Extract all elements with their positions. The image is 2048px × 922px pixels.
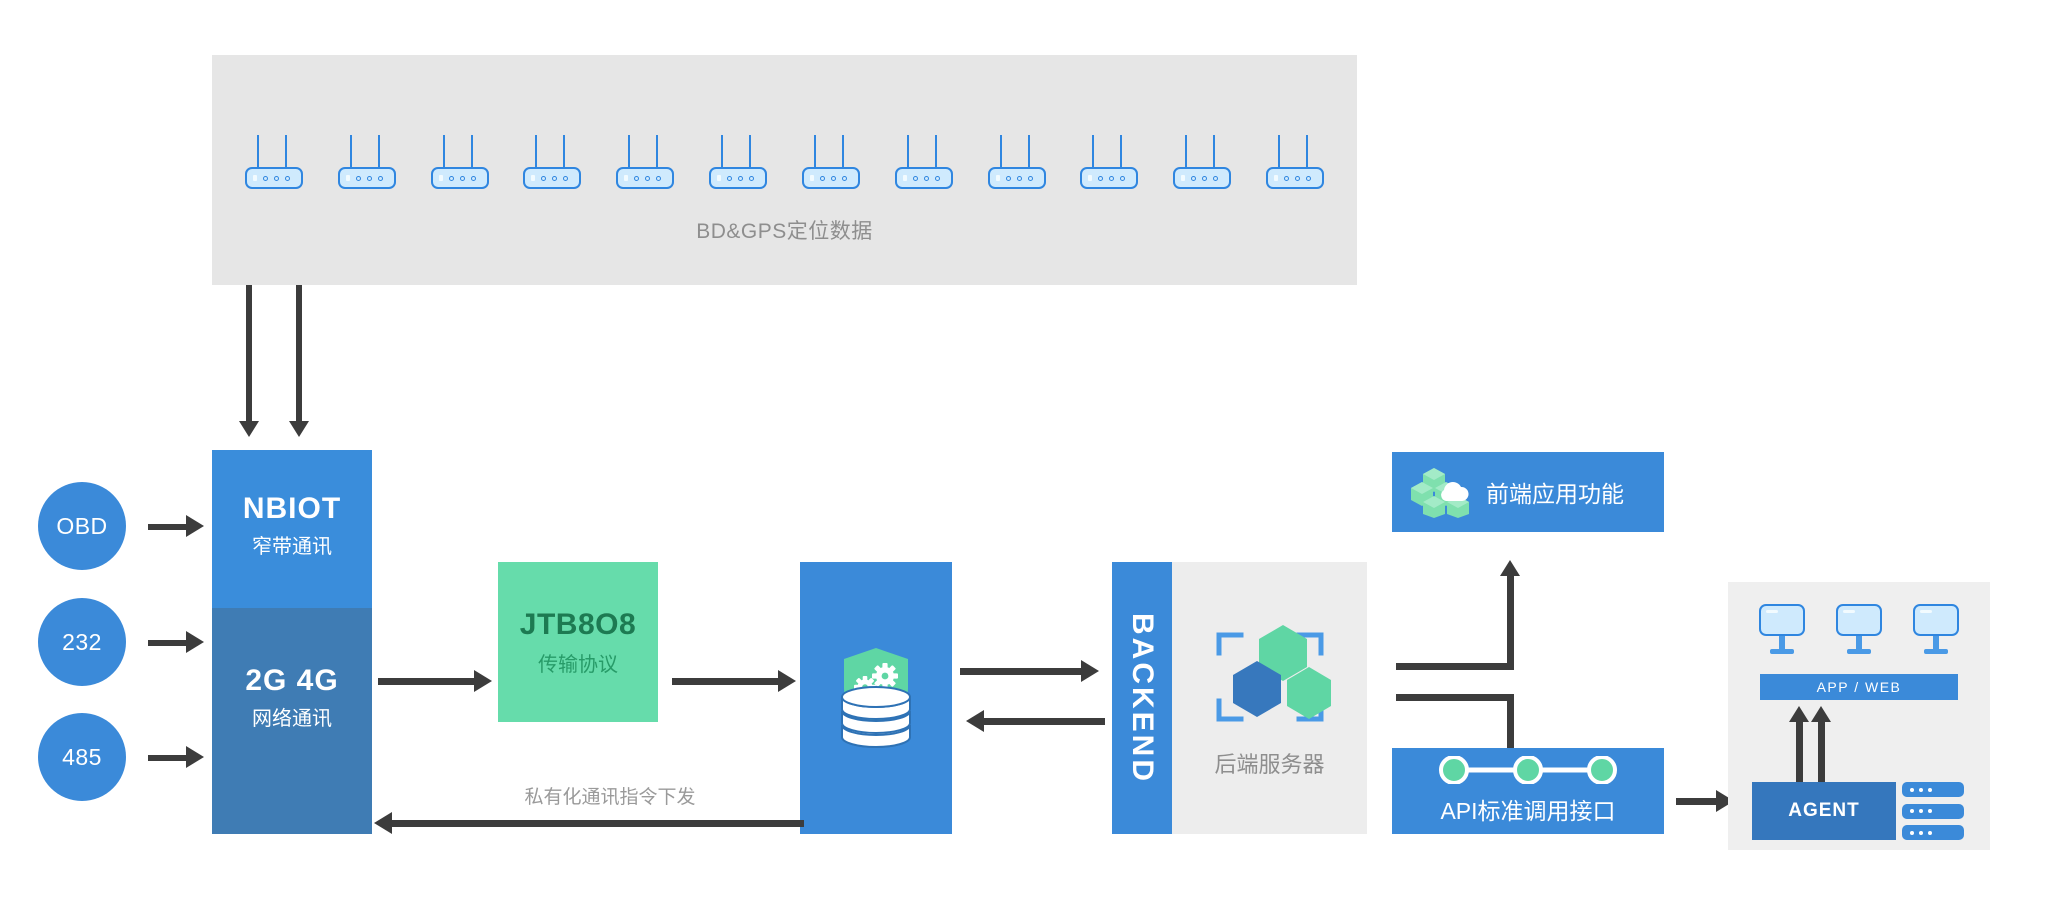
backend-strip-label: BACKEND [1126, 612, 1159, 784]
monitor-icon [1836, 604, 1882, 656]
hexagon-cluster-icon [1216, 625, 1331, 722]
arrow-devices-to-comm-2 [289, 285, 309, 440]
arrow-protocol-to-database [672, 670, 802, 692]
database-box[interactable] [800, 562, 952, 834]
monitor-row [1728, 604, 1990, 660]
comm-nbiot-subtitle: 窄带通讯 [252, 536, 332, 558]
server-rack-icon [1902, 803, 1964, 819]
app-web-bar[interactable]: APP / WEB [1760, 674, 1958, 700]
server-rack-icon [1902, 782, 1964, 797]
arrow-232-to-comm [148, 631, 204, 654]
router-row [212, 133, 1357, 193]
router-icon [1171, 135, 1233, 193]
router-icon [614, 135, 676, 193]
monitor-icon [1759, 604, 1805, 656]
source-label: 232 [62, 628, 102, 655]
source-circle-obd[interactable]: OBD [38, 482, 126, 570]
backend-strip: BACKEND [1112, 562, 1172, 834]
protocol-box[interactable]: JTB8O8 传输协议 [498, 562, 658, 722]
arrow-agent-to-appweb-1 [1789, 706, 1809, 786]
arrow-database-to-backend [960, 660, 1105, 682]
router-icon [521, 135, 583, 193]
protocol-title: JTB8O8 [519, 607, 637, 641]
cloud-cubes-icon [1411, 468, 1469, 518]
arrow-485-to-comm [148, 746, 204, 769]
router-icon [1078, 135, 1140, 193]
source-label: OBD [56, 512, 108, 539]
monitor-icon [1913, 604, 1959, 656]
backend-server-box[interactable]: BACKEND 后端服务器 [1112, 562, 1367, 834]
communication-module[interactable]: NBIOT 窄带通讯 2G 4G 网络通讯 [212, 450, 372, 834]
protocol-subtitle: 传输协议 [538, 653, 618, 676]
arrow-backend-to-frontend [1396, 560, 1526, 680]
agent-label: AGENT [1788, 800, 1860, 821]
router-icon [986, 135, 1048, 193]
arrow-comm-to-protocol [378, 670, 498, 692]
comm-nbiot-section[interactable]: NBIOT 窄带通讯 [212, 450, 372, 608]
router-icon [893, 135, 955, 193]
router-icon [1264, 135, 1326, 193]
source-circle-232[interactable]: 232 [38, 598, 126, 686]
api-interface-box[interactable]: API标准调用接口 [1392, 748, 1664, 834]
arrow-devices-to-comm-1 [239, 285, 259, 440]
arrow-feedback-to-comm [370, 812, 804, 834]
agent-box[interactable]: AGENT [1752, 782, 1896, 840]
router-icon [707, 135, 769, 193]
comm-cellular-subtitle: 网络通讯 [252, 708, 332, 730]
router-icon [800, 135, 862, 193]
node-chain-icon [1439, 756, 1617, 784]
arrow-api-to-agent [1676, 790, 1736, 812]
arrow-backend-to-database [960, 710, 1105, 732]
frontend-app-label: 前端应用功能 [1486, 481, 1624, 507]
server-rack [1902, 782, 1964, 840]
server-rack-icon [1902, 825, 1964, 840]
backend-caption: 后端服务器 [1214, 752, 1325, 777]
agent-panel: APP / WEB AGENT [1728, 582, 1990, 850]
source-label: 485 [62, 743, 102, 770]
comm-cellular-title: 2G 4G [245, 664, 339, 697]
router-icon [429, 135, 491, 193]
source-circle-485[interactable]: 485 [38, 713, 126, 801]
comm-cellular-section[interactable]: 2G 4G 网络通讯 [212, 608, 372, 834]
router-icon [336, 135, 398, 193]
comm-nbiot-title: NBIOT [242, 492, 342, 525]
device-panel: BD&GPS定位数据 [212, 55, 1357, 285]
app-web-label: APP / WEB [1816, 679, 1902, 695]
router-icon [243, 135, 305, 193]
database-shield-gears-icon [841, 648, 911, 748]
feedback-label: 私有化通讯指令下发 [524, 787, 696, 808]
api-interface-label: API标准调用接口 [1440, 798, 1616, 824]
frontend-app-box[interactable]: 前端应用功能 [1392, 452, 1664, 532]
arrow-agent-to-appweb-2 [1811, 706, 1831, 786]
arrow-obd-to-comm [148, 515, 204, 538]
device-panel-caption: BD&GPS定位数据 [696, 220, 873, 243]
